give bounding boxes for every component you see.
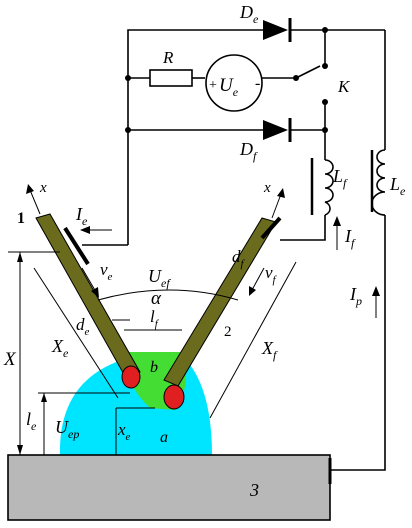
label-vf: vf <box>265 263 278 286</box>
label-if: If <box>344 226 356 250</box>
label-alpha: α <box>151 288 162 309</box>
label-de: De <box>239 2 259 26</box>
uef-arc <box>97 289 239 301</box>
label-df: Df <box>239 139 258 163</box>
diode-de <box>263 18 292 42</box>
le-dimension <box>38 392 130 455</box>
xe-dimension <box>33 267 119 399</box>
label-k: K <box>337 77 351 96</box>
droplet-right <box>163 384 185 410</box>
label-ie: Ie <box>75 204 88 228</box>
label-ve: ve <box>100 260 113 283</box>
switch-k <box>295 65 321 79</box>
label-le: Le <box>389 174 406 198</box>
label-lf-dim: lf <box>150 307 160 330</box>
arrow-vf <box>249 267 265 296</box>
electrode-right <box>163 216 282 387</box>
electrode-left <box>35 213 141 379</box>
label-3: 3 <box>249 480 259 500</box>
label-minus: - <box>255 75 260 92</box>
label-uep: Uep <box>55 417 79 441</box>
label-x-left: x <box>39 180 47 196</box>
label-2: 2 <box>224 324 232 340</box>
droplet-left <box>121 365 141 389</box>
diode-df <box>263 118 292 142</box>
x-dimension <box>8 251 60 455</box>
axis-x-right <box>271 188 285 219</box>
label-de: de <box>76 315 90 338</box>
arrow-if <box>333 216 341 250</box>
label-plus: + <box>209 78 217 93</box>
label-a: a <box>160 429 168 446</box>
inductor-lf <box>310 155 334 216</box>
arrow-ie <box>80 226 112 234</box>
base-plate <box>7 454 331 521</box>
arrow-ip <box>372 286 380 318</box>
arrow-ve <box>81 267 99 298</box>
label-x-right: x <box>263 180 271 196</box>
label-b: b <box>150 359 158 376</box>
label-uef: Uef <box>148 266 171 290</box>
label-xe-small: xe <box>117 420 131 443</box>
voltage-source <box>205 54 263 112</box>
label-r: R <box>162 48 174 67</box>
label-x-big: X <box>3 349 17 370</box>
label-ip: Ip <box>349 284 362 308</box>
xf-dimension <box>209 261 297 419</box>
axis-x-left <box>26 184 41 215</box>
resistor <box>149 69 193 87</box>
label-xe: Xe <box>51 336 69 360</box>
inductor-le <box>370 149 386 216</box>
label-lf: Lf <box>332 166 348 190</box>
label-le-dim: le <box>26 409 37 433</box>
junction-dots <box>125 27 328 133</box>
xe-small-dimension <box>115 407 155 455</box>
label-ue: Ue <box>219 75 239 99</box>
label-1: 1 <box>17 210 25 227</box>
label-xf: Xf <box>261 338 278 362</box>
label-df: df <box>232 247 246 270</box>
